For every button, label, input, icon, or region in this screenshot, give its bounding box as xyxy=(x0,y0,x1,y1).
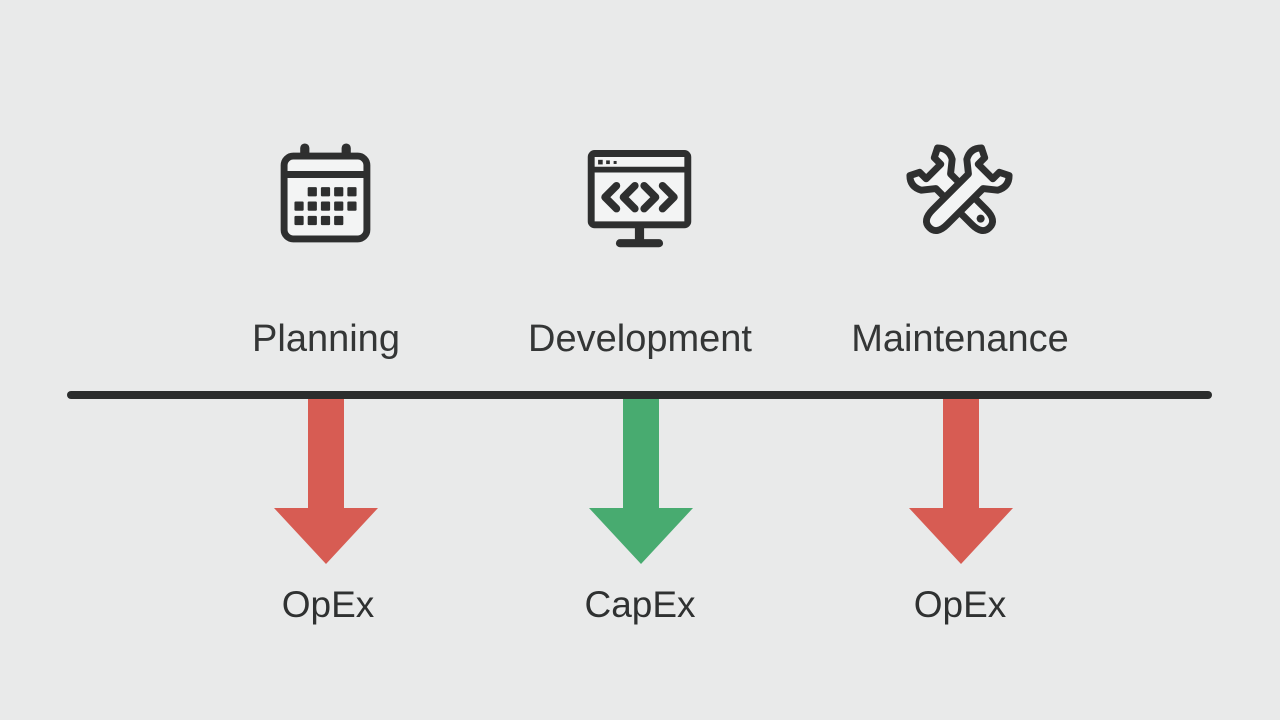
expense-label-opex-planning: OpEx xyxy=(281,584,375,625)
expense-label-capex-development: CapEx xyxy=(584,584,696,625)
calendar-icon xyxy=(268,140,383,255)
opex-down-arrow-icon xyxy=(274,398,378,564)
timeline-bar xyxy=(67,391,1212,399)
expense-label-opex-maintenance: OpEx xyxy=(913,584,1007,625)
tools-icon xyxy=(902,140,1017,255)
phase-label-planning: Planning xyxy=(252,318,400,360)
code-window-icon xyxy=(582,142,697,257)
opex-down-arrow-icon xyxy=(909,398,1013,564)
phase-label-maintenance: Maintenance xyxy=(851,318,1069,360)
phase-label-development: Development xyxy=(528,318,752,360)
capex-down-arrow-icon xyxy=(589,398,693,564)
